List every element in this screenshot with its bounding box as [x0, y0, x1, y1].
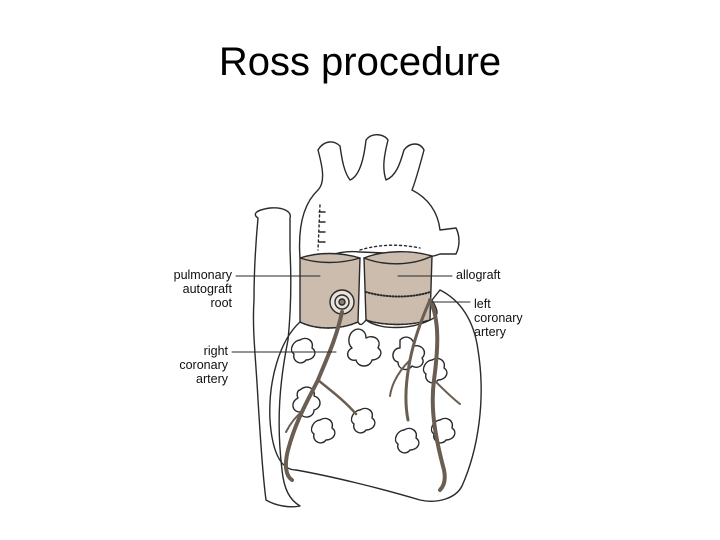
aortic-suture-line — [359, 244, 421, 251]
label-pulmonary-autograft-root: pulmonary autograft root — [150, 268, 232, 310]
pulmonary-autograft — [299, 252, 361, 329]
aortic-suture-line — [318, 211, 326, 243]
left-coronary-artery-path — [428, 298, 447, 492]
vena-cava-outline — [252, 207, 301, 508]
label-line: right — [203, 344, 228, 358]
label-line: artery — [474, 325, 506, 339]
heart-body-outline — [269, 289, 482, 502]
label-line: pulmonary — [173, 268, 232, 282]
allograft — [363, 251, 433, 326]
label-line: coronary — [474, 311, 523, 325]
label-line: left — [474, 297, 491, 311]
label-line: coronary — [179, 358, 228, 372]
label-line: root — [210, 296, 232, 310]
aortic-arch-outline — [298, 134, 460, 259]
label-right-coronary-artery: right coronary artery — [150, 344, 228, 386]
label-left-coronary-artery: left coronary artery — [474, 297, 523, 339]
label-line: autograft — [182, 282, 232, 296]
label-line: allograft — [456, 268, 501, 282]
heart-illustration — [231, 134, 482, 508]
slide-title: Ross procedure — [218, 40, 502, 84]
right-coronary-artery-path — [283, 310, 344, 482]
label-allograft: allograft — [456, 268, 500, 282]
label-line: artery — [196, 372, 228, 386]
